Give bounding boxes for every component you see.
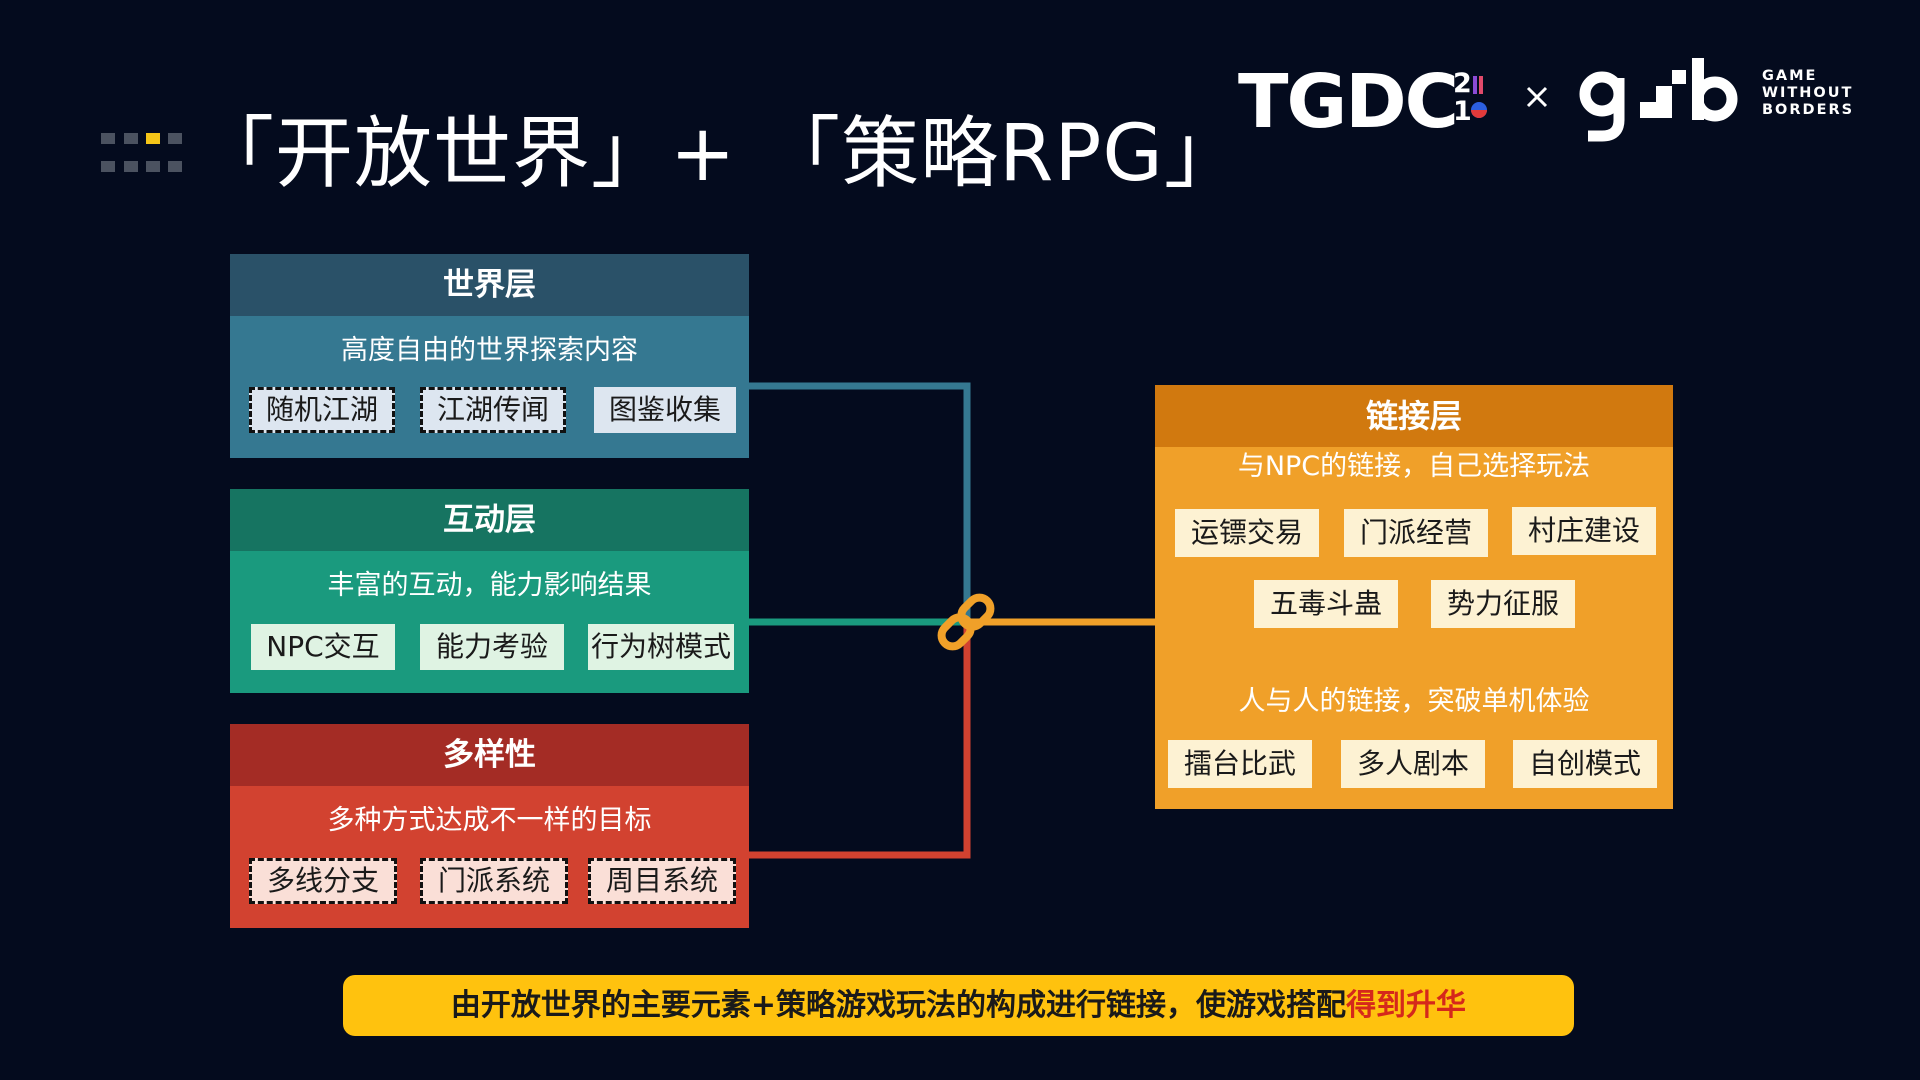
diversity-layer-subtitle: 多种方式达成不一样的目标: [327, 805, 652, 836]
interaction-tag-3: 行为树模式: [588, 624, 734, 670]
diversity-tag-2: 门派系统: [420, 858, 568, 904]
interaction-layer-subtitle: 丰富的互动，能力影响结果: [327, 570, 652, 601]
world-layer-title: 世界层: [230, 254, 749, 316]
gwb-line-1: GAME: [1762, 68, 1818, 84]
world-layer-subtitle: 高度自由的世界探索内容: [341, 335, 638, 366]
slide-title: 「开放世界」+ 「策略RPG」: [196, 109, 1243, 199]
gwb-line-2: WITHOUT: [1762, 85, 1854, 101]
diversity-tag-1: 多线分支: [249, 858, 397, 904]
interaction-layer-panel: 互动层 丰富的互动，能力影响结果 NPC交互 能力考验 行为树模式: [230, 489, 749, 693]
link-layer-title: 链接层: [1155, 385, 1673, 447]
link-npc-tag-4: 五毒斗蛊: [1254, 580, 1398, 628]
gwb-logo-icon: [1578, 52, 1746, 142]
link-npc-tag-1: 运镖交易: [1175, 509, 1319, 557]
tgdc-logo: TGDC: [1238, 59, 1459, 145]
tgdc-year-top: 2: [1453, 68, 1472, 99]
link-pvp-subtitle: 人与人的链接，突破单机体验: [1238, 686, 1590, 717]
tgdc-year-mark: 2 1: [1449, 70, 1491, 128]
diversity-connector: [749, 622, 971, 859]
link-npc-subtitle: 与NPC的链接，自己选择玩法: [1237, 451, 1591, 482]
world-tag-3: 图鉴收集: [594, 387, 736, 433]
world-tag-2: 江湖传闻: [420, 387, 566, 433]
times-icon: [1522, 82, 1552, 112]
title-decoration-grid: [101, 133, 183, 175]
link-pvp-tag-2: 多人剧本: [1341, 740, 1485, 788]
tgdc-year-bottom: 1: [1453, 96, 1472, 127]
link-layer-panel: 链接层 与NPC的链接，自己选择玩法 运镖交易 门派经营 村庄建设 五毒斗蛊 势…: [1155, 385, 1673, 809]
gwb-logo-text: GAME WITHOUT BORDERS: [1762, 68, 1854, 119]
chain-link-icon: [937, 593, 995, 651]
interaction-layer-title: 互动层: [230, 489, 749, 551]
gwb-line-3: BORDERS: [1762, 102, 1855, 118]
diversity-tag-3: 周目系统: [588, 858, 736, 904]
link-npc-tag-3: 村庄建设: [1512, 507, 1656, 555]
banner-highlight-text: 得到升华: [1346, 988, 1467, 1023]
link-pvp-tag-3: 自创模式: [1513, 740, 1657, 788]
banner-main-text: 由开放世界的主要元素+策略游戏玩法的构成进行链接，使游戏搭配: [450, 988, 1347, 1023]
interaction-tag-2: 能力考验: [420, 624, 564, 670]
world-tag-1: 随机江湖: [249, 387, 395, 433]
diversity-layer-panel: 多样性 多种方式达成不一样的目标 多线分支 门派系统 周目系统: [230, 724, 749, 928]
link-npc-tag-5: 势力征服: [1431, 580, 1575, 628]
summary-banner: 由开放世界的主要元素+策略游戏玩法的构成进行链接，使游戏搭配得到升华: [343, 975, 1574, 1036]
world-connector: [749, 382, 971, 622]
diversity-layer-title: 多样性: [230, 724, 749, 786]
world-layer-panel: 世界层 高度自由的世界探索内容 随机江湖 江湖传闻 图鉴收集: [230, 254, 749, 458]
link-pvp-tag-1: 擂台比武: [1168, 740, 1312, 788]
link-npc-tag-2: 门派经营: [1344, 509, 1488, 557]
interaction-tag-1: NPC交互: [251, 624, 395, 670]
